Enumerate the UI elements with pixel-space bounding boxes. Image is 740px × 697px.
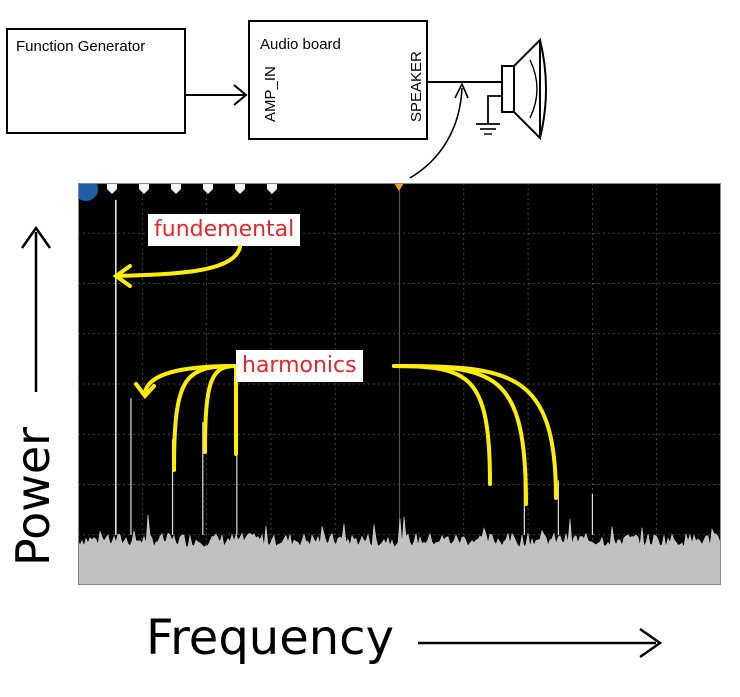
function-generator-block: Function Generator (6, 28, 186, 134)
scope-top-marker (139, 183, 149, 194)
speaker-icon (501, 37, 547, 141)
scope-top-markers (78, 183, 404, 201)
scope-top-marker (203, 183, 213, 194)
fundamental-annotation-arrow (112, 245, 242, 288)
speaker-wire (428, 81, 502, 124)
power-axis-title: Power (6, 426, 60, 566)
channel-badge-icon (78, 183, 98, 201)
scope-border (78, 183, 721, 585)
harmonics-annotation-arrows (134, 364, 558, 506)
noise-floor (78, 514, 721, 585)
scope-top-marker (267, 183, 277, 194)
scope-top-marker (235, 183, 245, 194)
function-generator-label: Function Generator (16, 38, 146, 55)
cursor-marker (394, 183, 404, 191)
frequency-axis-title: Frequency (146, 610, 394, 666)
power-axis-arrow (20, 225, 52, 392)
fundamental-callout: fundemental (148, 214, 301, 246)
ground-icon (476, 123, 500, 135)
scope-top-marker (171, 183, 181, 194)
frequency-axis-arrow (418, 627, 663, 659)
signal-wire (186, 84, 248, 106)
audio-board-label: Audio board (260, 36, 341, 53)
probe-arrow (409, 82, 469, 179)
scope-top-marker (107, 183, 117, 194)
harmonics-callout: harmonics (236, 350, 363, 382)
audio-board-block: Audio board AMP_IN SPEAKER (248, 20, 428, 140)
